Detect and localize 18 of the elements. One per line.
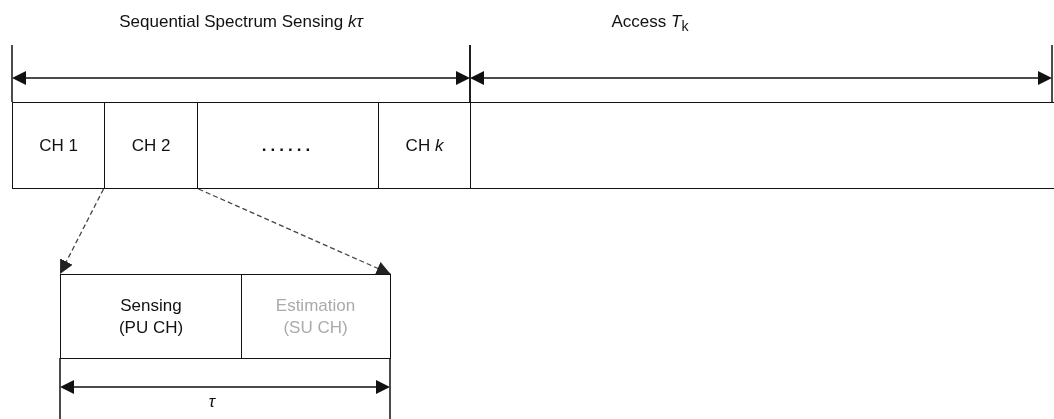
access-box bbox=[470, 102, 1054, 189]
slot-box bbox=[240, 274, 391, 359]
slot-label: Estimation (SU CH) bbox=[274, 295, 357, 338]
slot-label: CH 2 bbox=[131, 134, 171, 157]
slot-box bbox=[377, 102, 472, 189]
duration-label: Access T$_{k}$ bbox=[611, 12, 689, 35]
slot-label: Sensing (PU CH) bbox=[117, 295, 185, 338]
duration-label: τ bbox=[208, 392, 216, 412]
slot-box bbox=[60, 274, 242, 359]
dashed-arrow bbox=[59, 188, 105, 275]
ellipsis: ...... bbox=[261, 134, 315, 157]
slot-box bbox=[103, 102, 199, 189]
duration-label: Sequential Spectrum Sensing kτ bbox=[119, 12, 363, 32]
slot-box bbox=[196, 102, 380, 189]
dashed-arrow bbox=[197, 188, 392, 275]
slot-label: CH 1 bbox=[39, 134, 78, 157]
slot-box bbox=[12, 102, 105, 189]
slot-label: CH k bbox=[405, 134, 444, 157]
